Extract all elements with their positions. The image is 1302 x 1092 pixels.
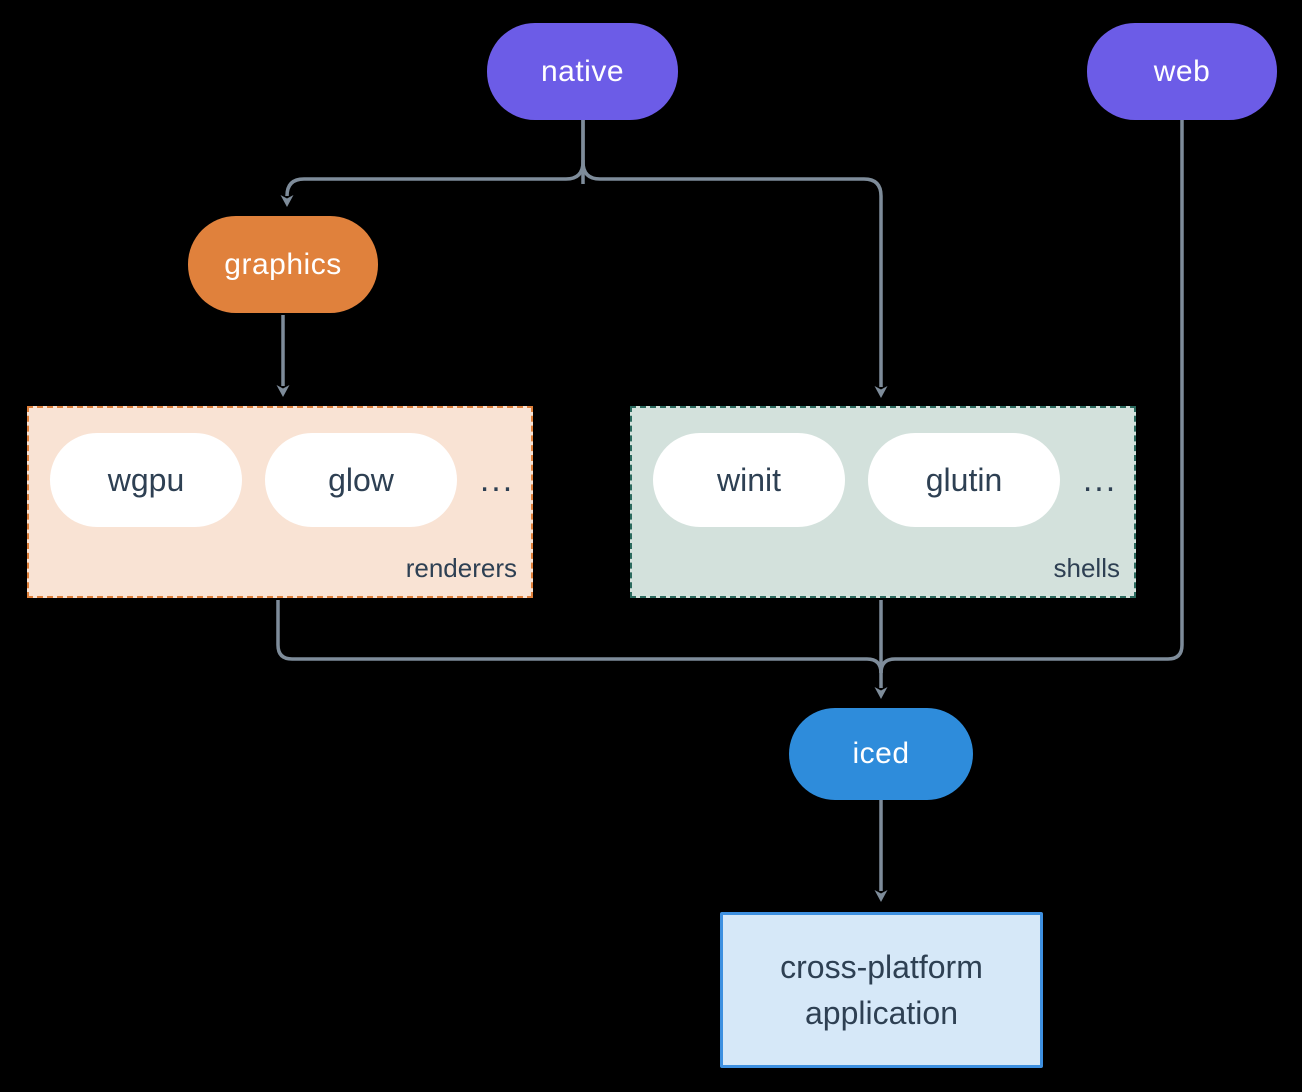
node-glow-label: glow	[328, 461, 394, 498]
renderers-ellipsis: ...	[479, 460, 515, 499]
node-cross-platform-application-label: cross-platform application	[780, 949, 983, 1031]
group-renderers-label: renderers	[405, 553, 517, 583]
node-glutin-label: glutin	[925, 461, 1003, 498]
node-web: web	[1087, 23, 1277, 120]
node-graphics-label: graphics	[224, 247, 342, 281]
node-glow: glow	[265, 433, 457, 527]
group-shells: winit glutin ... shells	[630, 406, 1136, 598]
node-wgpu-label: wgpu	[107, 461, 185, 498]
node-iced: iced	[789, 708, 973, 800]
connector-renderers-to-merge	[276, 600, 883, 674]
node-wgpu: wgpu	[50, 433, 242, 527]
connector-native-to-shells	[581, 120, 888, 398]
node-glutin: glutin	[868, 433, 1060, 527]
shells-ellipsis: ...	[1082, 460, 1118, 499]
group-renderers: wgpu glow ... renderers	[27, 406, 533, 598]
node-native-label: native	[540, 54, 625, 88]
connector-native-to-graphics	[280, 120, 585, 207]
node-winit: winit	[653, 433, 845, 527]
node-winit-label: winit	[716, 461, 781, 498]
node-native: native	[487, 23, 678, 120]
node-iced-label: iced	[852, 737, 910, 770]
node-cross-platform-application: cross-platform application	[720, 912, 1043, 1068]
node-web-label: web	[1153, 54, 1211, 88]
node-graphics: graphics	[188, 216, 378, 313]
group-shells-label: shells	[1053, 553, 1120, 583]
